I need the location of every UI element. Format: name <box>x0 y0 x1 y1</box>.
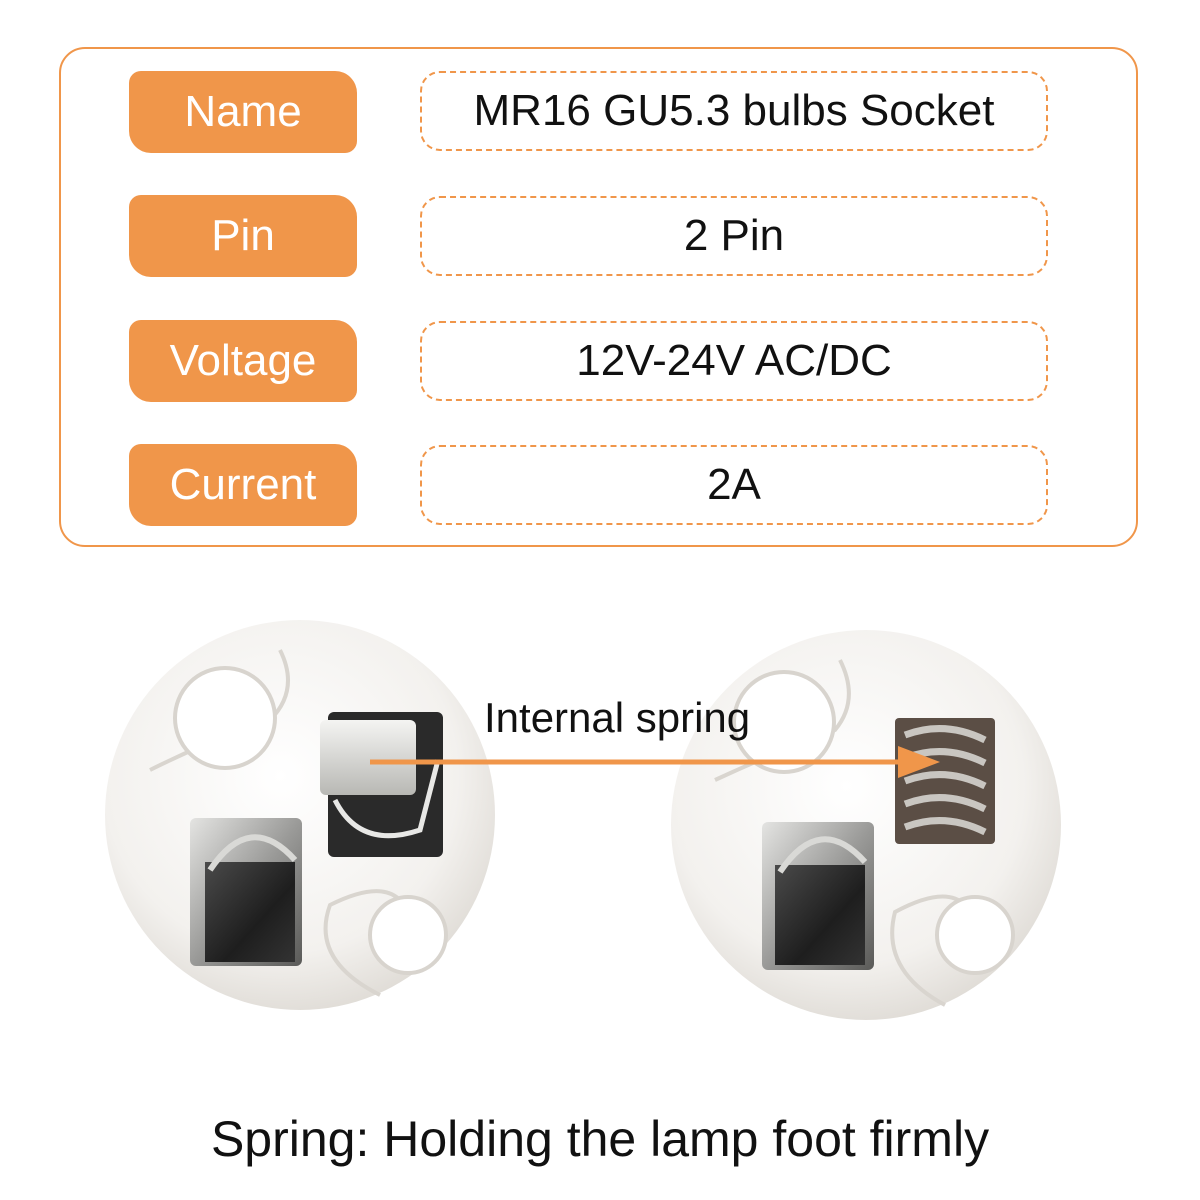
callout-arrow <box>370 746 940 778</box>
socket-photo <box>105 620 1061 1020</box>
spec-value-current: 2A <box>420 445 1048 525</box>
spec-label-name: Name <box>129 71 357 153</box>
spec-label-voltage: Voltage <box>129 320 357 402</box>
spec-value-pin: 2 Pin <box>420 196 1048 276</box>
spec-label-pin: Pin <box>129 195 357 277</box>
spec-label-current: Current <box>129 444 357 526</box>
spec-value-name: MR16 GU5.3 bulbs Socket <box>420 71 1048 151</box>
caption: Spring: Holding the lamp foot firmly <box>210 1111 990 1167</box>
left-socket <box>105 620 495 1010</box>
spec-value-voltage: 12V-24V AC/DC <box>420 321 1048 401</box>
callout-label: Internal spring <box>484 694 751 741</box>
right-socket <box>671 630 1061 1020</box>
